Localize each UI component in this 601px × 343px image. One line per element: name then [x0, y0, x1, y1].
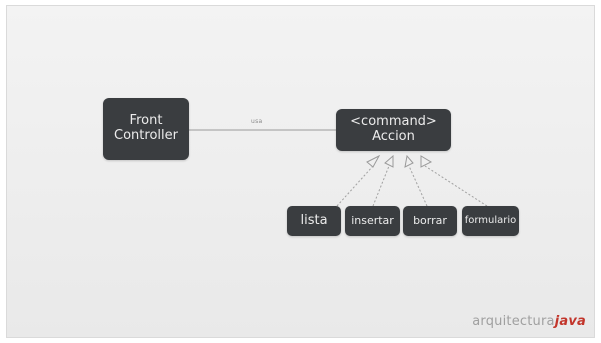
- lista-label: lista: [300, 212, 328, 228]
- connector-layer: [189, 129, 488, 207]
- insertar-label: insertar: [351, 213, 394, 227]
- insertar-node: insertar: [345, 206, 400, 236]
- triangle-arrowhead-icon: [384, 154, 394, 168]
- inheritance-line-lista: [336, 165, 374, 207]
- accion-node: <command> Accion: [336, 109, 451, 151]
- usa-edge-label: usa: [251, 118, 263, 125]
- borrar-node: borrar: [403, 206, 457, 236]
- front-controller-node: Front Controller: [103, 98, 189, 160]
- inheritance-line-formulario: [424, 165, 488, 207]
- front-controller-label-line1: Front: [129, 113, 163, 129]
- slide: usa Front Controller <command> Accion li…: [6, 5, 595, 338]
- inheritance-line-insertar: [372, 165, 390, 207]
- triangle-arrowhead-icon: [366, 154, 381, 168]
- borrar-label: borrar: [413, 213, 447, 227]
- accion-name-label: Accion: [372, 129, 415, 144]
- inheritance-line-borrar: [408, 165, 428, 207]
- watermark-logo: arquitecturajava: [472, 314, 586, 329]
- triangle-arrowhead-icon: [404, 154, 414, 168]
- accion-stereotype-label: <command>: [350, 114, 437, 130]
- lista-node: lista: [287, 206, 341, 236]
- watermark-text-arquitectura: arquitectura: [472, 314, 555, 329]
- front-controller-label-line2: Controller: [114, 128, 178, 143]
- formulario-label: formulario: [464, 215, 517, 227]
- watermark-text-java: java: [554, 314, 586, 329]
- formulario-node: formulario: [462, 206, 519, 236]
- triangle-arrowhead-icon: [420, 155, 433, 168]
